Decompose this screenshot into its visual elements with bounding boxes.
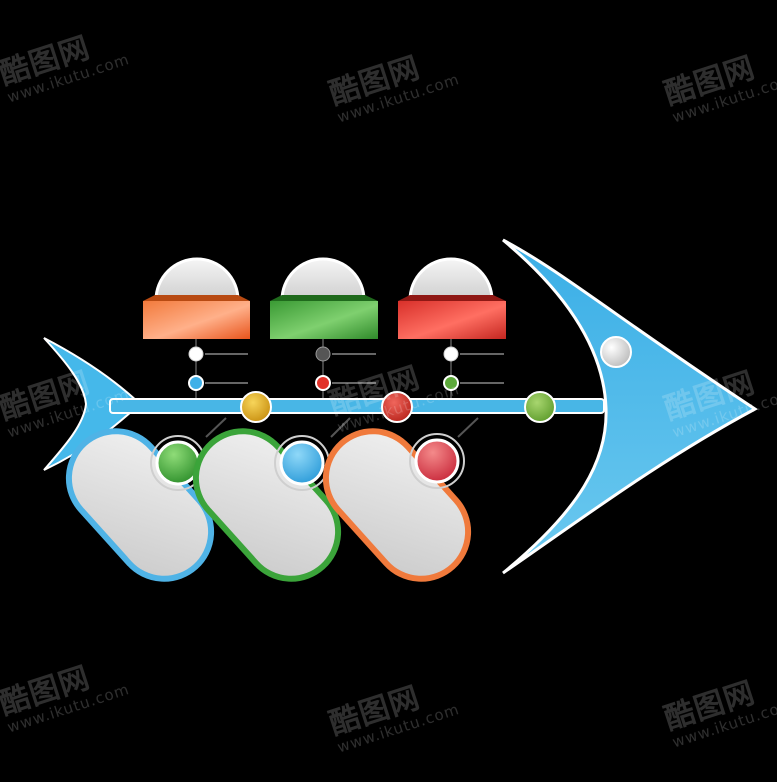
spine-node-green xyxy=(524,391,556,423)
semicircle-cap xyxy=(408,257,494,302)
top-category-2 xyxy=(270,257,378,398)
category-banner xyxy=(398,301,506,339)
badge-blue xyxy=(279,440,325,486)
fish-eye xyxy=(600,336,632,368)
badge-red xyxy=(414,438,460,484)
category-banner xyxy=(270,301,378,339)
fish-spine xyxy=(109,398,605,414)
dot-green xyxy=(443,375,459,391)
fish-tail xyxy=(43,337,142,471)
semicircle-cap xyxy=(154,257,240,302)
top-category-1 xyxy=(143,257,250,398)
dot-red xyxy=(315,375,331,391)
bottom-bone-2 xyxy=(192,417,351,582)
bottom-bone-3 xyxy=(322,417,479,582)
dot-white xyxy=(188,346,204,362)
semicircle-cap xyxy=(280,257,366,302)
pill-card xyxy=(192,428,342,582)
dot-blue xyxy=(188,375,204,391)
top-category-3 xyxy=(398,257,506,398)
bottom-bone-1 xyxy=(65,417,227,582)
dot-dark-gray xyxy=(315,346,331,362)
badge-green xyxy=(155,440,201,486)
spine-node-yellow xyxy=(240,391,272,423)
fish-head xyxy=(502,238,758,575)
spine-node-red xyxy=(381,391,413,423)
pill-card xyxy=(322,428,472,582)
category-banner xyxy=(143,301,250,339)
dot-white xyxy=(443,346,459,362)
